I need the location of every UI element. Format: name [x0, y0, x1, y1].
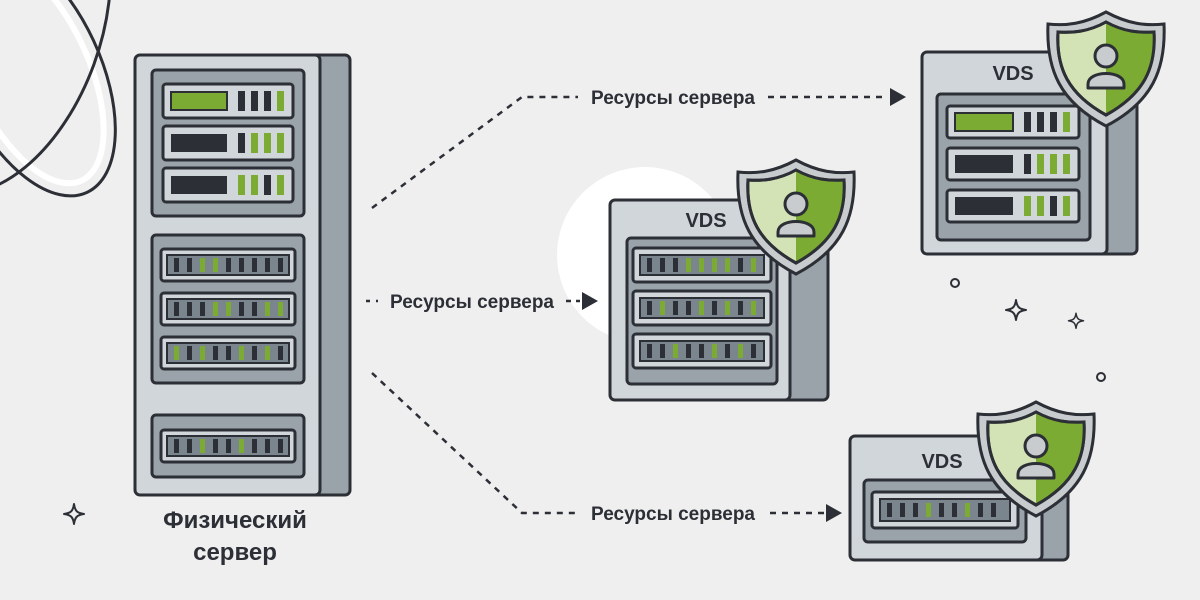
connection-middle: Ресурсы сервера	[366, 292, 598, 313]
connection-label: Ресурсы сервера	[390, 292, 554, 313]
arrow-right-icon	[826, 504, 842, 522]
server-unit	[945, 146, 1081, 182]
server-unit	[631, 246, 773, 284]
vds-server-middle: VDS	[608, 158, 856, 402]
dot-decoration	[1096, 372, 1106, 382]
server-unit	[870, 490, 1020, 530]
server-unit	[945, 188, 1081, 224]
server-unit	[161, 166, 295, 204]
connection-label: Ресурсы сервера	[591, 88, 755, 109]
vds-server-bottom: VDS	[848, 400, 1096, 562]
server-unit	[159, 247, 297, 283]
vds-label: VDS	[992, 63, 1033, 85]
server-unit	[631, 332, 773, 370]
physical-server-caption: Физический сервер	[120, 505, 350, 569]
vds-label: VDS	[685, 210, 726, 232]
physical-server	[133, 53, 352, 497]
arrow-right-icon	[890, 88, 906, 106]
vds-server-top: VDS	[920, 10, 1166, 256]
sparkle-icon	[1067, 312, 1085, 329]
sparkle-icon	[1005, 299, 1027, 321]
sparkle-icon	[63, 503, 85, 525]
arrow-right-icon	[582, 292, 598, 310]
server-unit	[161, 124, 295, 162]
server-unit	[159, 335, 297, 371]
connection-label: Ресурсы сервера	[591, 504, 755, 525]
vds-label: VDS	[921, 451, 962, 473]
server-unit	[159, 428, 297, 464]
server-unit	[159, 291, 297, 327]
connection-bottom: Ресурсы сервера	[371, 372, 842, 525]
decorative-rings	[0, 0, 117, 198]
connection-top: Ресурсы сервера	[371, 88, 906, 210]
caption-line-1: Физический	[163, 507, 307, 534]
server-unit	[945, 104, 1081, 140]
server-unit	[631, 289, 773, 327]
dot-decoration	[950, 278, 960, 288]
caption-line-2: сервер	[193, 539, 277, 566]
server-unit	[161, 82, 295, 120]
